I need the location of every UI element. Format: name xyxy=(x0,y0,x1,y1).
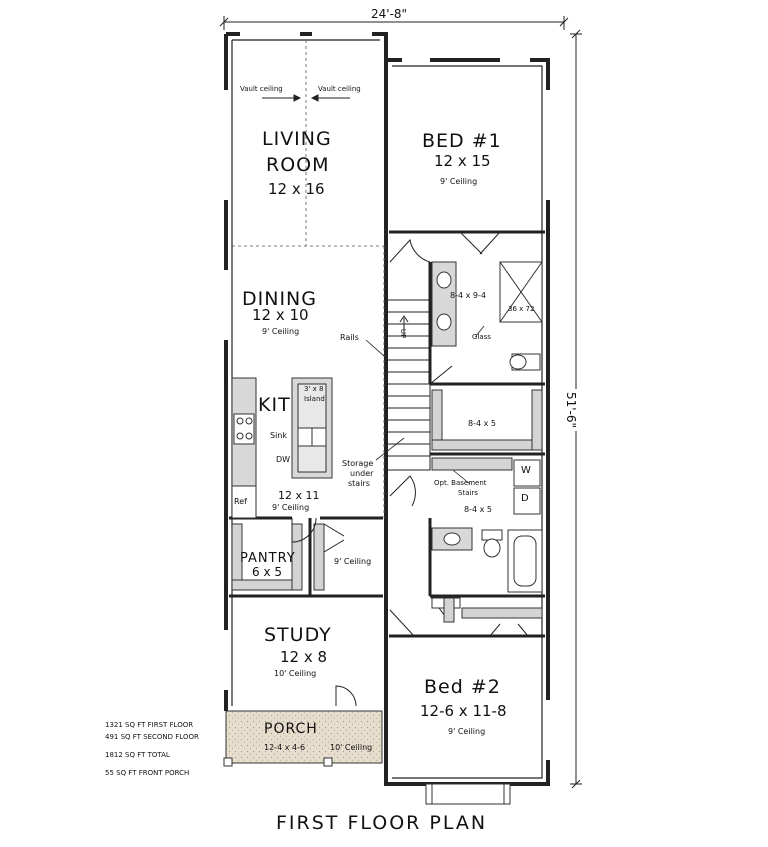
stairs-up-label: UP xyxy=(399,328,408,339)
porch-post-left xyxy=(223,757,233,767)
bed1-name: BED #1 xyxy=(422,130,502,152)
width-dimension: 24'-8" xyxy=(368,8,411,20)
storage-label-1: Storage xyxy=(342,459,374,468)
kitchen-size: 12 x 11 xyxy=(278,489,320,502)
kitchen-ceiling: 9' Ceiling xyxy=(272,503,310,512)
study-name: STUDY xyxy=(264,624,332,646)
stats-front-porch: 55 SQ FT FRONT PORCH xyxy=(105,769,190,777)
living-room-name-2: ROOM xyxy=(266,154,330,176)
bath1-fixtures xyxy=(431,261,543,371)
bath2-fixtures xyxy=(431,527,543,593)
depth-dimension: 51'-6" xyxy=(564,388,578,432)
kitchen-name: KIT xyxy=(258,394,291,416)
pantry-name: PANTRY xyxy=(240,551,296,566)
closet1-size: 8-4 x 5 xyxy=(468,419,496,428)
porch-floor xyxy=(225,710,383,764)
interior-walls xyxy=(229,230,545,638)
washer-label: W xyxy=(521,465,531,476)
bed2-size: 12-6 x 11-8 xyxy=(420,702,507,720)
closet1-shelves xyxy=(431,389,543,451)
basement-stairs-label-1: Opt. Basement xyxy=(434,479,487,487)
pantry-size: 6 x 5 xyxy=(252,565,282,579)
living-vault-note-left: Vault ceiling xyxy=(240,85,283,93)
kitchen-sink xyxy=(297,427,327,447)
rear-stoop xyxy=(425,783,511,805)
sink-label: Sink xyxy=(270,431,288,440)
living-room-size: 12 x 16 xyxy=(268,180,325,198)
bed1-ceiling: 9' Ceiling xyxy=(440,177,478,186)
storage-label-2: under xyxy=(350,469,374,478)
dryer-label: D xyxy=(521,493,529,504)
dining-ceiling: 9' Ceiling xyxy=(262,327,300,336)
hall-ceiling: 9' Ceiling xyxy=(334,557,372,566)
living-vault-note-right: Vault ceiling xyxy=(318,85,361,93)
stair-treads xyxy=(385,299,431,471)
dishwasher-label: DW xyxy=(276,455,291,464)
living-room-name-1: LIVING xyxy=(262,128,332,150)
glass-label: Glass xyxy=(472,333,491,341)
shower-size: 36 x 72 xyxy=(508,305,535,313)
bath1-size: 8-4 x 9-4 xyxy=(450,291,486,300)
vault-arrows xyxy=(262,94,350,102)
island-label-1: 3' x 8 xyxy=(304,385,324,393)
bed1-size: 12 x 15 xyxy=(434,152,491,170)
bed2-ceiling: 9' Ceiling xyxy=(448,727,486,736)
basement-stairs-label-2: Stairs xyxy=(458,489,478,497)
bed2-closet xyxy=(431,597,543,623)
stats-first-floor: 1321 SQ FT FIRST FLOOR xyxy=(105,721,194,729)
stats-total: 1812 SQ FT TOTAL xyxy=(105,751,170,759)
dining-size: 12 x 10 xyxy=(252,306,309,324)
plan-title: FIRST FLOOR PLAN xyxy=(276,812,488,834)
windows xyxy=(223,31,551,760)
island-label-2: Island xyxy=(304,395,325,403)
open-plan-lines xyxy=(232,40,385,518)
cooktop xyxy=(233,413,255,445)
porch-ceiling: 10' Ceiling xyxy=(330,743,373,752)
bath2-size: 8-4 x 5 xyxy=(464,505,492,514)
laundry-appliances xyxy=(431,457,541,515)
width-dimension-line xyxy=(219,16,569,30)
porch-size: 12-4 x 4-6 xyxy=(264,743,306,752)
porch-name: PORCH xyxy=(264,721,318,737)
study-ceiling: 10' Ceiling xyxy=(274,669,317,678)
pantry-shelves xyxy=(231,523,325,591)
rails-label: Rails xyxy=(340,333,359,342)
doors xyxy=(291,231,529,707)
fridge-label: Ref xyxy=(234,497,247,506)
bed2-name: Bed #2 xyxy=(424,676,501,698)
stats-second-floor: 491 SQ FT SECOND FLOOR xyxy=(105,733,199,741)
dining-name: DINING xyxy=(242,288,317,310)
porch-post-right xyxy=(323,757,333,767)
storage-label-3: stairs xyxy=(348,479,370,488)
study-size: 12 x 8 xyxy=(280,648,328,666)
